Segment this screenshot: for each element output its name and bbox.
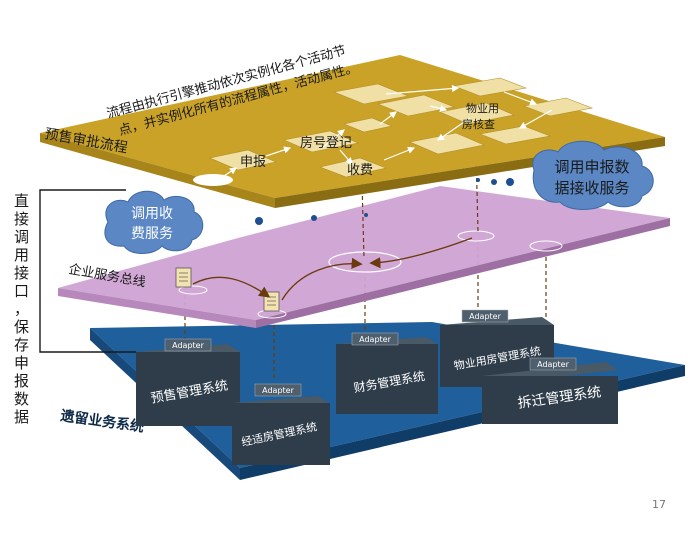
system-demolition: Adapter 拆迁管理系统: [482, 357, 618, 424]
document-icon: [175, 267, 192, 288]
node-label-wuye-1: 物业用: [466, 101, 499, 115]
side-note-char: 调: [14, 228, 29, 246]
middle-layer-side-face: [256, 218, 670, 328]
node-label-shenbao: 申报: [240, 155, 266, 170]
side-note-char: 数: [14, 390, 29, 408]
middle-layer-left-face: [58, 288, 256, 328]
activity-tiles: [209, 77, 594, 178]
adapter-label-demolition: Adapter: [537, 360, 569, 369]
adapter-label-presale: Adapter: [172, 341, 204, 350]
system-housing: Adapter 经适房管理系统: [232, 383, 330, 465]
node-label-shoufei: 收费: [347, 163, 373, 178]
dots-trail: [255, 178, 514, 225]
node-label-fanghao: 房号登记: [300, 135, 352, 151]
adapter-label-finance: Adapter: [359, 335, 391, 344]
top-layer: 申报 房号登记 收费 物业用 房核查 预售审批流程 流程由执行引擎推动依次实例化…: [40, 42, 665, 208]
bottom-layer-label: 遗留业务系统: [58, 407, 145, 436]
flow-to-bus-connectors: [361, 149, 479, 259]
side-note-char: 报: [14, 372, 29, 390]
bus-message-arrow: [281, 257, 363, 301]
cloud-receive-line2: 据接收服务: [554, 179, 629, 197]
adapter-label-property: Adapter: [469, 312, 501, 321]
side-note: 直 接 调 用 接 口 ， 保 存 申 报 数 据: [14, 192, 29, 426]
side-note-char: ，: [14, 300, 29, 318]
side-note-char: 据: [14, 408, 29, 426]
side-note-char: 口: [14, 282, 29, 300]
cloud-receive-service: 调用申报数 据接收服务: [532, 140, 654, 210]
adapter-label-housing: Adapter: [262, 386, 294, 395]
side-note-char: 保: [14, 318, 29, 336]
system-finance: Adapter 财务管理系统: [336, 332, 438, 414]
system-presale: Adapter 预售管理系统: [136, 338, 240, 426]
page-number: 17: [652, 498, 666, 511]
bus-message-arrow: [192, 276, 271, 298]
flow-arrows: [223, 84, 553, 177]
cloud-shoufei-line2: 费服务: [131, 226, 173, 242]
side-note-char: 用: [14, 246, 29, 264]
direct-call-bracket: [39, 189, 136, 353]
cloud-shoufei-line1: 调用收: [131, 206, 173, 222]
side-note-char: 接: [14, 210, 29, 228]
bus-message-arrow: [369, 237, 473, 269]
side-note-char: 接: [14, 264, 29, 282]
cloud-shoufei-service: 调用收 费服务: [104, 190, 204, 254]
side-note-char: 存: [14, 336, 29, 354]
start-node: [193, 174, 233, 186]
side-note-char: 申: [14, 354, 29, 372]
side-note-char: 直: [14, 192, 29, 210]
top-layer-left-face: [40, 133, 275, 208]
node-label-wuye-2: 房核查: [462, 117, 495, 131]
cloud-receive-line1: 调用申报数: [554, 158, 629, 176]
